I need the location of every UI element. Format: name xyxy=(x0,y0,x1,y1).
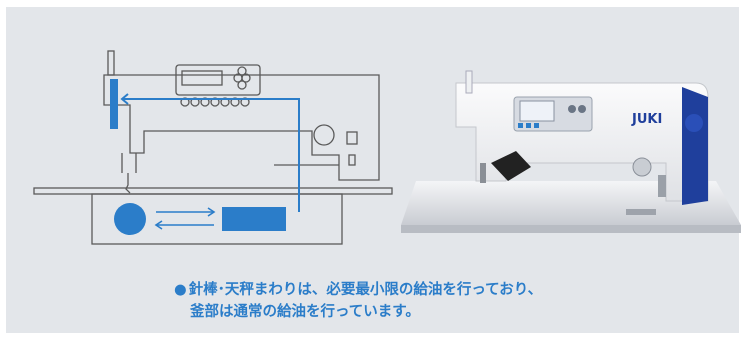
caption-line-1: 針棒･天秤まわりは、必要最小限の給油を行っており、 xyxy=(188,282,543,298)
content-panel: JUKI ●針棒･天秤まわりは、必要最小限の給油を行っており、 釜部は通常の給油… xyxy=(6,7,741,333)
juki-logo: JUKI xyxy=(631,112,662,127)
display-outline xyxy=(181,70,223,86)
sewing-machine-photo: JUKI xyxy=(401,70,741,233)
oil-tank xyxy=(222,207,286,231)
caption-line-2: 釜部は通常の給油を行っています。 xyxy=(190,304,420,320)
control-panel-outline xyxy=(175,64,261,96)
oil-caption: ●針棒･天秤まわりは、必要最小限の給油を行っており、 釜部は通常の給油を行ってい… xyxy=(174,279,542,323)
machine-head-outline xyxy=(103,74,380,181)
table-outline xyxy=(33,187,393,195)
motor-cover xyxy=(682,87,708,205)
stitch-dial xyxy=(632,157,652,177)
thread-pole-outline xyxy=(107,50,115,76)
needle-bar-oil-zone xyxy=(110,79,118,129)
thread-guard xyxy=(491,151,531,181)
bullet-icon: ● xyxy=(174,282,187,298)
handwheel-outline xyxy=(313,124,335,146)
oil-flow-diagram xyxy=(33,50,393,245)
hook-oil-zone xyxy=(114,203,146,235)
oil-base-outline xyxy=(91,193,343,245)
oil-return-line xyxy=(122,98,300,212)
